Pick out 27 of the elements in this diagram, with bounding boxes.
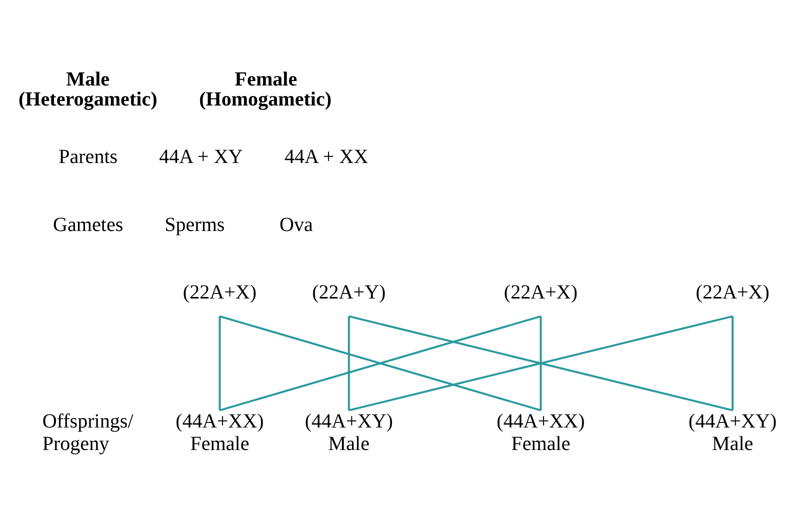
label: Male (Heterogametic) [18, 68, 158, 110]
node-label: Male [328, 433, 370, 456]
node-text: (44A+XY) [304, 410, 393, 433]
node-text: (22A+X) [182, 281, 257, 304]
label: Offsprings/ Progeny [42, 410, 134, 456]
node-label: Male [712, 433, 754, 456]
connector [732, 316, 734, 410]
node-text: (44A+XX) [176, 410, 264, 433]
node-text: (22A+X) [696, 281, 770, 304]
connector [540, 316, 542, 410]
node-text: (44A+XY) [688, 410, 777, 433]
label: Gametes [53, 214, 124, 236]
node-text: (44A+XX) [496, 410, 585, 433]
connector [219, 315, 542, 412]
node-label: Female [511, 433, 570, 456]
node-text: (22A+Y) [312, 281, 386, 304]
label: Parents [58, 146, 118, 168]
connector [348, 315, 733, 412]
label: Female (Homogametic) [199, 68, 332, 110]
connector [218, 316, 221, 410]
label: 44A + XY [159, 146, 243, 168]
node-label: Female [190, 433, 250, 456]
label: 44A + XX [284, 146, 368, 168]
label: Sperms [164, 214, 225, 236]
node-text: (22A+X) [504, 281, 578, 304]
connector [348, 316, 350, 410]
label: Ova [280, 214, 313, 236]
